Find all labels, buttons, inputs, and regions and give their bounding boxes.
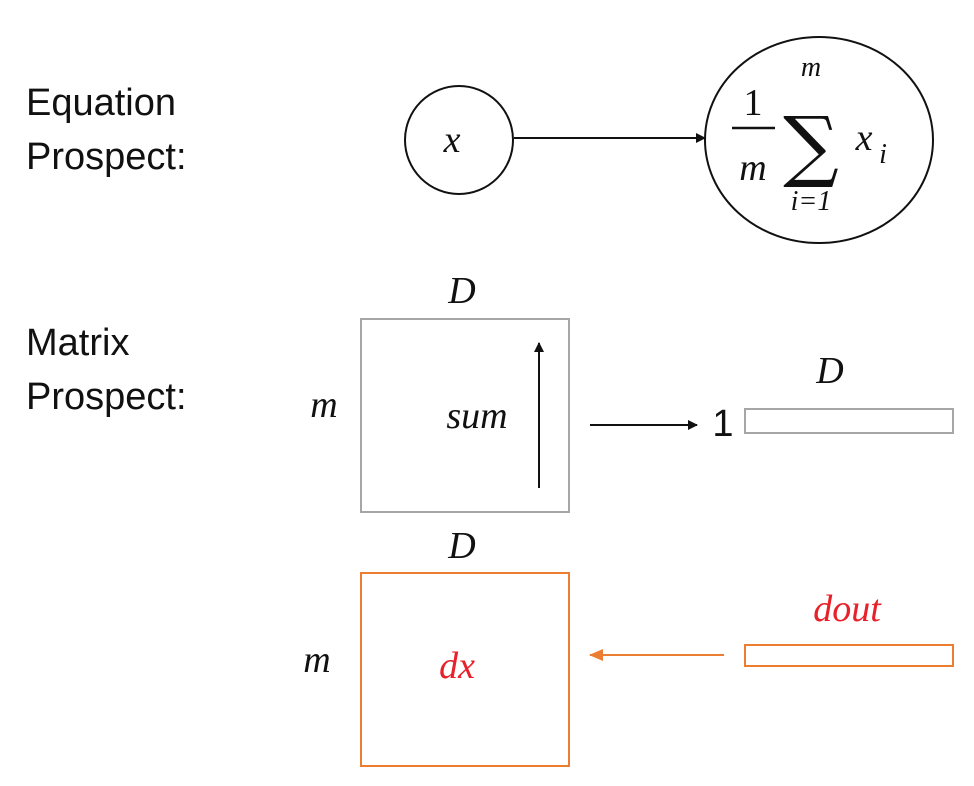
- backward-matrix-cols-label: D: [447, 525, 475, 567]
- fraction-denominator: m: [739, 147, 766, 189]
- matrix-title-line2: Prospect:: [26, 376, 187, 418]
- sum-upper-limit: m: [801, 52, 821, 83]
- result-cols-label: D: [815, 350, 843, 392]
- upstream-gradient-label: dout: [813, 588, 882, 630]
- input-node-symbol: x: [443, 119, 461, 161]
- fraction-numerator: 1: [744, 82, 763, 124]
- result-row-vector: [744, 408, 954, 434]
- input-node-circle: [404, 85, 514, 195]
- result-rows-label: 1: [712, 403, 733, 445]
- equation-section-title: Equation Prospect:: [26, 76, 187, 184]
- gradient-matrix: [360, 572, 570, 767]
- equation-title-line1: Equation: [26, 82, 177, 124]
- backward-matrix-rows-label: m: [303, 639, 330, 681]
- forward-input-matrix: [360, 318, 570, 513]
- forward-matrix-rows-label: m: [310, 384, 337, 426]
- sum-term-subscript: i: [879, 139, 887, 170]
- equation-title-line2: Prospect:: [26, 136, 187, 178]
- matrix-title-line1: Matrix: [26, 322, 130, 364]
- sum-operation-label: sum: [446, 395, 507, 437]
- sum-lower-limit: i=1: [791, 186, 832, 217]
- sum-term: x: [855, 117, 873, 159]
- output-node-circle: [704, 36, 934, 244]
- gradient-label: dx: [439, 645, 475, 687]
- forward-matrix-cols-label: D: [447, 270, 475, 312]
- summation-symbol: ∑: [783, 101, 839, 191]
- upstream-gradient-vector: [744, 644, 954, 667]
- matrix-section-title: Matrix Prospect:: [26, 316, 187, 424]
